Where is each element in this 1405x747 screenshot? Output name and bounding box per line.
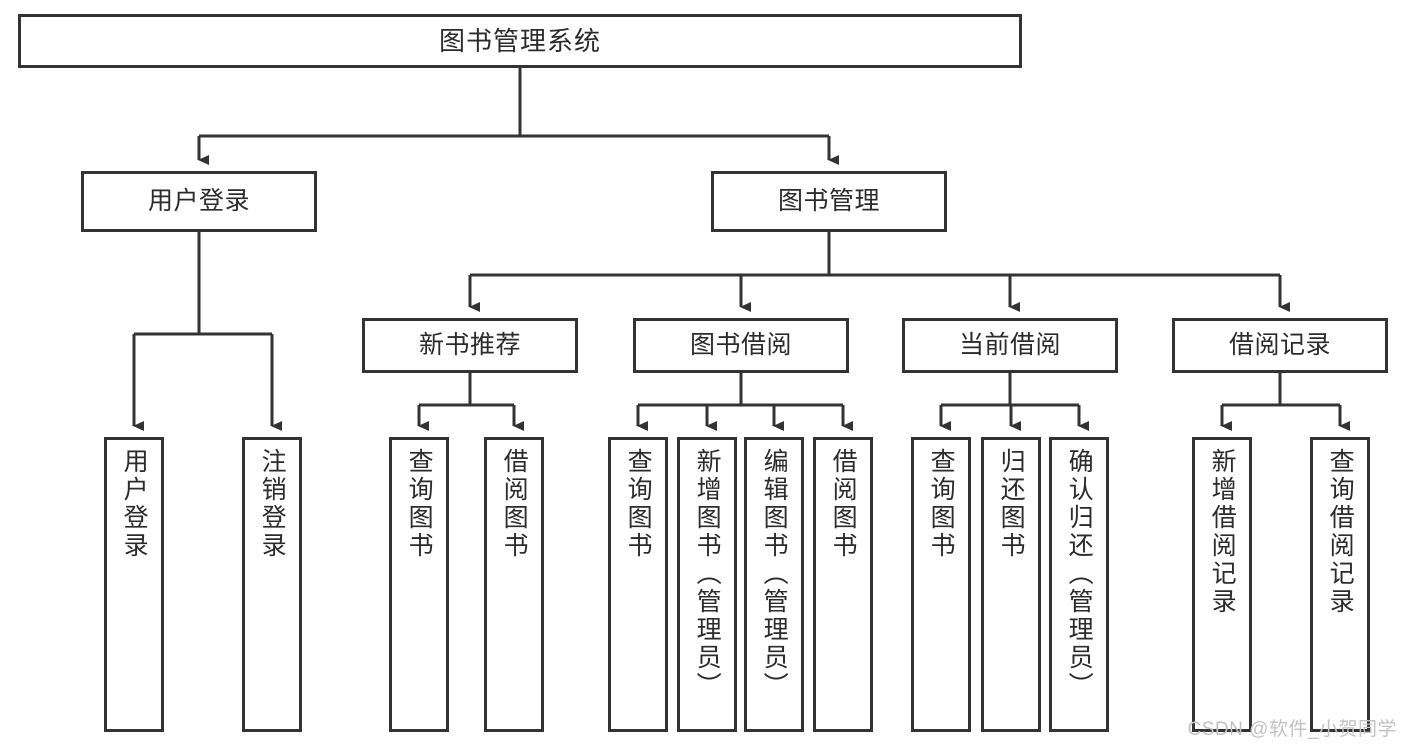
leaf-edit-book-admin-label: 编辑图书（管理员） <box>760 448 789 700</box>
leaf-add-borrow-record[interactable]: 新增借阅记录 <box>1192 437 1252 732</box>
leaf-query-book-recommend-label: 查询图书 <box>405 448 434 560</box>
node-borrow-record[interactable]: 借阅记录 <box>1172 318 1388 373</box>
node-current-borrow[interactable]: 当前借阅 <box>902 318 1118 373</box>
leaf-edit-book-admin[interactable]: 编辑图书（管理员） <box>744 437 804 732</box>
leaf-add-borrow-record-label: 新增借阅记录 <box>1208 448 1237 616</box>
leaf-return-book[interactable]: 归还图书 <box>981 437 1041 732</box>
leaf-query-book-recommend[interactable]: 查询图书 <box>389 437 449 732</box>
csdn-watermark: CSDN @软件_小贺同学 <box>1187 719 1397 740</box>
leaf-logout[interactable]: 注销登录 <box>242 437 302 732</box>
leaf-query-book-borrow[interactable]: 查询图书 <box>608 437 668 732</box>
leaf-confirm-return-admin-label: 确认归还（管理员） <box>1065 448 1094 700</box>
node-new-book-recommend[interactable]: 新书推荐 <box>362 318 578 373</box>
leaf-return-book-label: 归还图书 <box>997 448 1026 560</box>
node-user-login-label: 用户登录 <box>147 186 250 215</box>
leaf-query-borrow-record-label: 查询借阅记录 <box>1326 448 1355 616</box>
leaf-borrow-book-label: 借阅图书 <box>829 448 858 560</box>
node-borrow-record-label: 借阅记录 <box>1228 330 1331 359</box>
node-book-management-label: 图书管理 <box>777 186 880 215</box>
node-root[interactable]: 图书管理系统 <box>18 14 1022 68</box>
leaf-add-book-admin-label: 新增图书（管理员） <box>693 448 722 700</box>
leaf-logout-label: 注销登录 <box>258 448 287 560</box>
node-book-borrow[interactable]: 图书借阅 <box>633 318 849 373</box>
leaf-query-borrow-record[interactable]: 查询借阅记录 <box>1310 437 1370 732</box>
leaf-query-book-borrow-label: 查询图书 <box>624 448 653 560</box>
leaf-borrow-book-recommend-label: 借阅图书 <box>500 448 529 560</box>
leaf-user-login-label: 用户登录 <box>120 448 149 560</box>
node-root-label: 图书管理系统 <box>438 25 601 56</box>
node-book-borrow-label: 图书借阅 <box>689 330 792 359</box>
leaf-borrow-book-recommend[interactable]: 借阅图书 <box>484 437 544 732</box>
leaf-query-book-current-label: 查询图书 <box>927 448 956 560</box>
leaf-query-book-current[interactable]: 查询图书 <box>911 437 971 732</box>
leaf-confirm-return-admin[interactable]: 确认归还（管理员） <box>1049 437 1109 732</box>
leaf-borrow-book[interactable]: 借阅图书 <box>813 437 873 732</box>
leaf-add-book-admin[interactable]: 新增图书（管理员） <box>677 437 737 732</box>
node-book-management[interactable]: 图书管理 <box>711 171 947 232</box>
leaf-user-login[interactable]: 用户登录 <box>104 437 164 732</box>
node-new-book-recommend-label: 新书推荐 <box>418 330 521 359</box>
node-user-login[interactable]: 用户登录 <box>81 171 317 232</box>
node-current-borrow-label: 当前借阅 <box>958 330 1061 359</box>
